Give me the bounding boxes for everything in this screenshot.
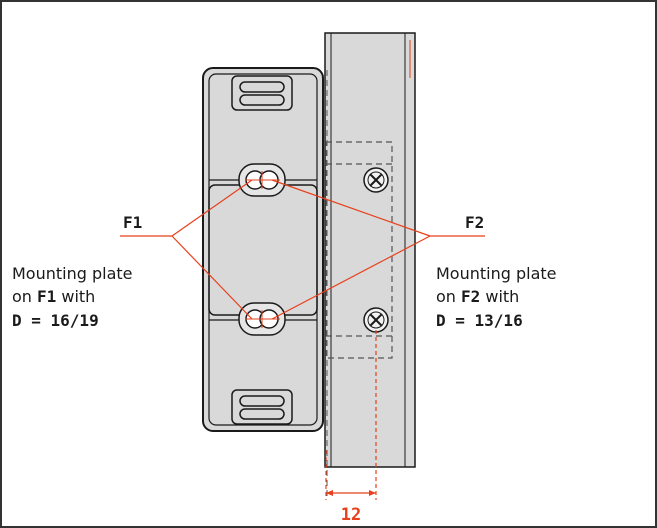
grip-handle-icon <box>231 75 293 111</box>
slot-hole-icon <box>238 163 286 197</box>
hidden-plate-outline <box>325 141 393 359</box>
right-caption-bold: F2 <box>461 287 480 306</box>
right-caption-line3: D = 13/16 <box>436 311 523 330</box>
left-caption-line3: D = 16/19 <box>12 311 99 330</box>
f2-marker: F2 <box>465 213 484 232</box>
dimension-line <box>325 330 377 500</box>
right-caption-line1: Mounting plate <box>436 264 557 283</box>
mounting-rail <box>324 32 416 500</box>
left-caption-prefix: on <box>12 287 37 306</box>
left-caption-suffix: with <box>56 287 95 306</box>
mounting-plate <box>202 67 324 432</box>
slot-hole-icon <box>238 302 286 336</box>
left-caption-line2: on F1 with <box>12 287 95 306</box>
screw-head-icon <box>363 307 389 333</box>
f1-marker: F1 <box>123 213 142 232</box>
grip-handle-icon <box>231 389 293 425</box>
left-caption-bold: F1 <box>37 287 56 306</box>
right-caption-line2: on F2 with <box>436 287 519 306</box>
left-caption-line1: Mounting plate <box>12 264 133 283</box>
right-caption-suffix: with <box>480 287 519 306</box>
right-caption-prefix: on <box>436 287 461 306</box>
dimension-value: 12 <box>341 505 361 525</box>
f2-leader-lines <box>271 179 485 320</box>
f1-leader-lines <box>120 179 253 320</box>
screw-head-icon <box>363 167 389 193</box>
